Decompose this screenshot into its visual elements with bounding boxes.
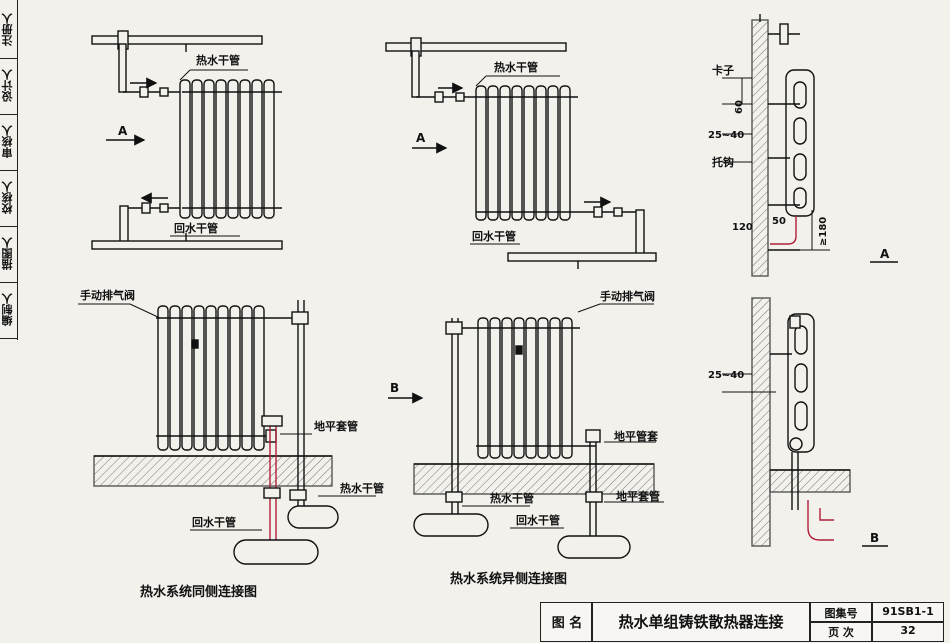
atlas-label: 图集号	[824, 607, 858, 620]
title-name-label: 图 名	[551, 616, 583, 631]
page-label: 页 次	[828, 626, 854, 639]
diagram-top-middle	[385, 37, 657, 269]
signature-strip: 编制人 描图人 校核人 审核人 设计人 注册人	[0, 0, 18, 340]
diagram-top-left	[91, 30, 283, 250]
section-a	[722, 14, 898, 277]
diagram-bottom-left	[78, 300, 376, 565]
radiator-2	[475, 85, 578, 221]
title-block: 图 名 热水单组铸铁散热器连接 图集号 91SB1-1 页 次 32	[540, 602, 944, 642]
page-number: 32	[900, 624, 916, 637]
diagram-bottom-middle	[388, 303, 664, 559]
drawing-title: 热水单组铸铁散热器连接	[618, 613, 784, 631]
radiator-4	[456, 317, 596, 459]
radiator-1	[179, 79, 282, 219]
atlas-number: 91SB1-1	[882, 605, 934, 618]
radiator-3	[156, 305, 300, 451]
section-b	[722, 297, 888, 547]
